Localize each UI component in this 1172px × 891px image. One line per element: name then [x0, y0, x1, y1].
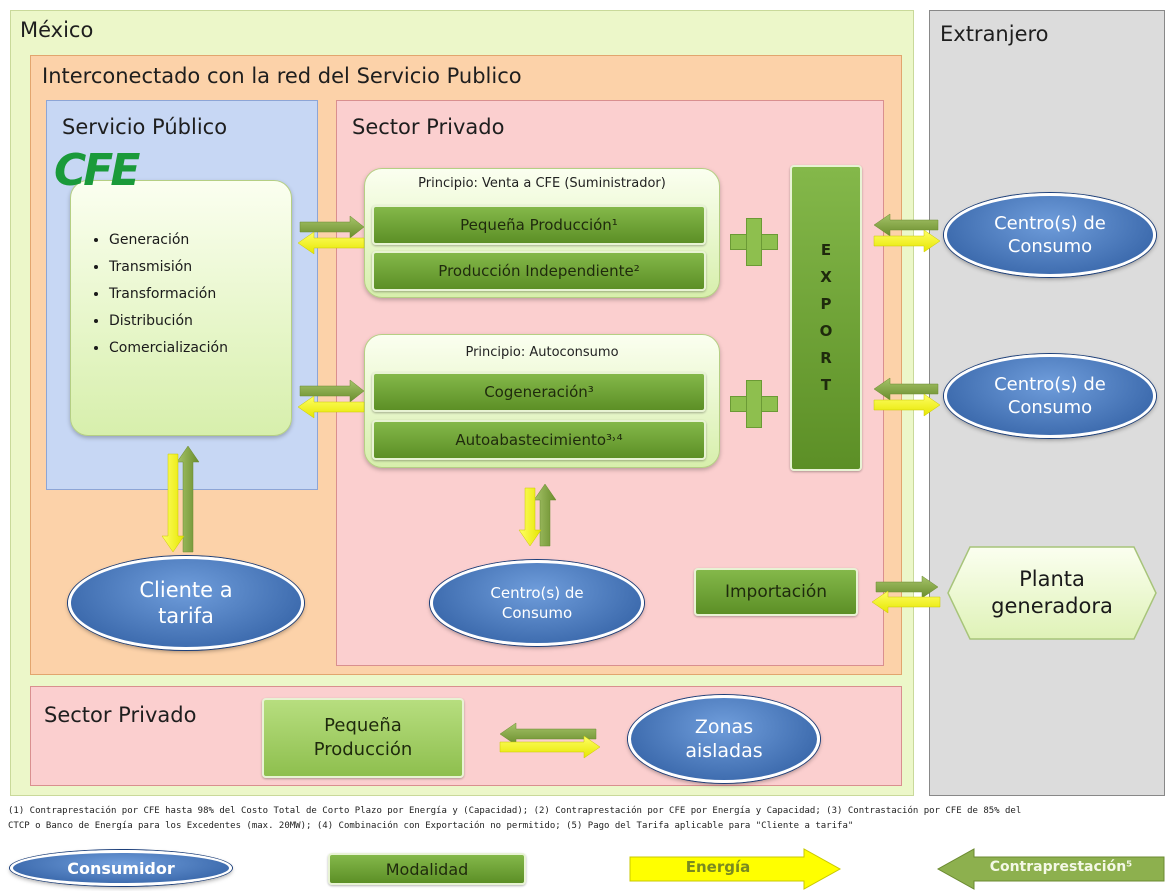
- export-letter: O: [819, 322, 833, 340]
- energy-arrow: [297, 231, 365, 255]
- principio-venta-title: Principio: Venta a CFE (Suministrador): [418, 176, 666, 191]
- centro-consumo-oval-privado: Centro(s) de Consumo: [430, 560, 644, 646]
- payment-arrow: [873, 213, 939, 237]
- legend-energia-arrow: [629, 848, 842, 890]
- centro-consumo-label: Centro(s) de Consumo: [994, 213, 1106, 257]
- autoabastecimiento-box: Autoabastecimiento³˒⁴: [372, 420, 706, 460]
- payment-arrow: [875, 575, 939, 599]
- export-letter: R: [820, 349, 832, 367]
- payment-arrow: [499, 722, 597, 746]
- servicio-publico-label: Servicio Público: [62, 115, 228, 139]
- pequena-produccion-bottom-label: Pequeña Producción: [313, 715, 413, 760]
- export-letter: E: [820, 241, 832, 259]
- extranjero-label: Extranjero: [940, 22, 1049, 46]
- energy-arrow: [297, 395, 365, 419]
- plus-icon: [730, 380, 778, 428]
- planta-generadora-text: Planta generadora: [991, 567, 1113, 618]
- sector-privado-bottom-label: Sector Privado: [44, 703, 197, 727]
- function-item: Transformación: [109, 281, 291, 308]
- energy-arrow: [161, 453, 185, 553]
- zonas-aisladas-label: Zonas aisladas: [685, 716, 763, 762]
- produccion-independiente-box: Producción Independiente²: [372, 251, 706, 291]
- importacion-box: Importación: [694, 568, 858, 616]
- export-box: E X P O R T: [790, 165, 862, 471]
- cogeneracion-box: Cogeneración³: [372, 372, 706, 412]
- export-letter: X: [820, 268, 832, 286]
- payment-arrow: [299, 215, 365, 239]
- centro-consumo-label: Centro(s) de Consumo: [994, 374, 1106, 418]
- legend-contraprestacion-label: Contraprestación⁵: [989, 859, 1133, 875]
- payment-arrow: [873, 377, 939, 401]
- function-item: Comercialización: [109, 335, 291, 362]
- pequena-produccion-box: Pequeña Producción¹: [372, 205, 706, 245]
- function-item: Transmisión: [109, 254, 291, 281]
- planta-generadora-label: Planta generadora: [956, 566, 1148, 620]
- payment-arrow: [533, 483, 557, 547]
- export-letter: T: [820, 376, 832, 394]
- cfe-logo: CFE: [54, 145, 140, 196]
- interconectado-label: Interconectado con la red del Servicio P…: [42, 64, 522, 88]
- legend-consumidor: Consumidor: [10, 850, 232, 886]
- legend-modalidad: Modalidad: [328, 853, 526, 885]
- energy-arrow: [873, 229, 941, 253]
- sector-privado-label: Sector Privado: [352, 115, 505, 139]
- energy-arrow: [518, 487, 542, 547]
- centro-consumo-oval-2: Centro(s) de Consumo: [944, 354, 1156, 438]
- cliente-tarifa-oval: Cliente a tarifa: [68, 556, 304, 650]
- plus-icon: [730, 218, 778, 266]
- planta-hexagon-shape: [947, 546, 1157, 640]
- footnotes: (1) Contraprestación por CFE hasta 98% d…: [8, 804, 1164, 834]
- zonas-aisladas-oval: Zonas aisladas: [628, 695, 820, 783]
- function-item: Distribución: [109, 308, 291, 335]
- centro-consumo-label: Centro(s) de Consumo: [490, 584, 584, 622]
- legend-contraprestacion-arrow: [936, 848, 1165, 890]
- pequena-produccion-bottom-box: Pequeña Producción: [262, 698, 464, 778]
- footnote-line: CTCP o Banco de Energía para los Exceden…: [8, 821, 854, 831]
- energy-arrow: [873, 393, 941, 417]
- cfe-functions-box: Generación Transmisión Transformación Di…: [70, 180, 292, 436]
- centro-consumo-oval-1: Centro(s) de Consumo: [944, 193, 1156, 277]
- mexico-label: México: [20, 18, 94, 42]
- energy-arrow: [499, 735, 601, 759]
- cliente-tarifa-label: Cliente a tarifa: [139, 578, 233, 628]
- function-item: Generación: [109, 227, 291, 254]
- export-letter: P: [820, 295, 832, 313]
- energy-arrow: [871, 590, 941, 614]
- payment-arrow: [176, 445, 200, 553]
- footnote-line: (1) Contraprestación por CFE hasta 98% d…: [8, 806, 1022, 816]
- legend-energia-label: Energía: [685, 858, 751, 876]
- cfe-functions-list: Generación Transmisión Transformación Di…: [71, 227, 291, 362]
- payment-arrow: [299, 379, 365, 403]
- principio-autoconsumo-title: Principio: Autoconsumo: [465, 345, 619, 360]
